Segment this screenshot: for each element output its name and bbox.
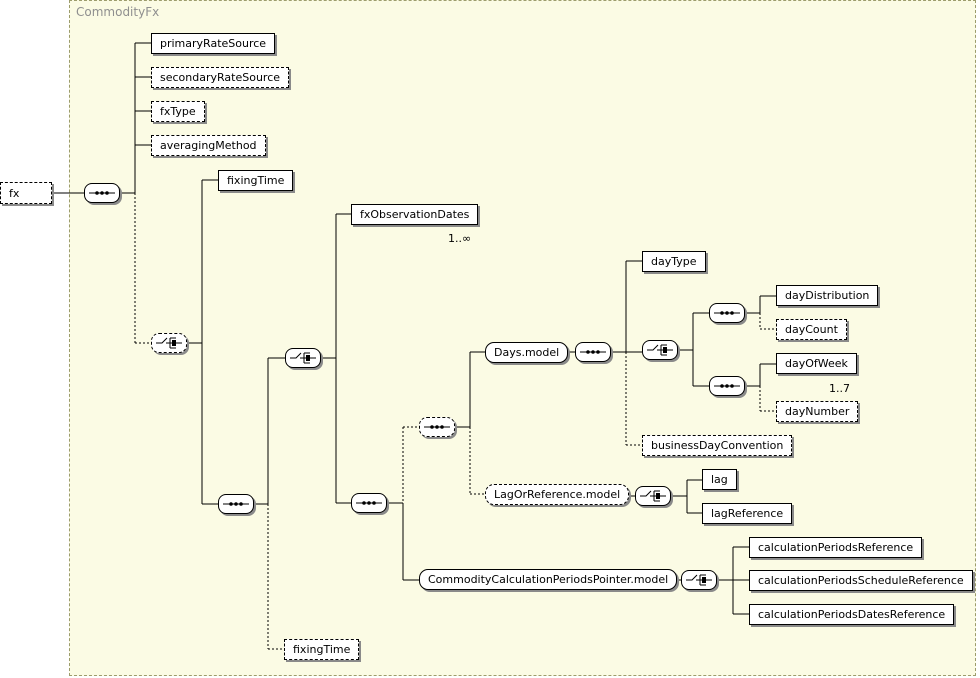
day-number-element[interactable]: dayNumber bbox=[776, 401, 859, 422]
calculation-periods-dates-reference-element[interactable]: calculationPeriodsDatesReference bbox=[749, 604, 955, 625]
sequence-compositor-icon[interactable] bbox=[84, 183, 120, 203]
day-count-element[interactable]: dayCount bbox=[776, 319, 847, 340]
fx-element[interactable]: fx bbox=[0, 182, 52, 204]
lag-or-reference-model-group[interactable]: LagOrReference.model bbox=[485, 484, 630, 505]
sequence-compositor-icon[interactable] bbox=[709, 303, 745, 323]
choice-compositor-icon[interactable] bbox=[635, 486, 671, 506]
sequence-icon bbox=[424, 425, 450, 429]
primary-rate-source-element[interactable]: primaryRateSource bbox=[151, 33, 276, 54]
sequence-icon bbox=[580, 350, 606, 354]
choice-icon bbox=[647, 344, 673, 356]
sequence-compositor-icon[interactable] bbox=[709, 376, 745, 396]
secondary-rate-source-label: secondaryRateSource bbox=[160, 71, 281, 84]
fx-observation-dates-label: fxObservationDates bbox=[360, 208, 470, 221]
fx-observation-dates-cardinality: 1..∞ bbox=[448, 232, 472, 245]
sequence-compositor-icon[interactable] bbox=[419, 417, 455, 437]
calculation-periods-pointer-model-label: CommodityCalculationPeriodsPointer.model bbox=[428, 573, 669, 586]
day-number-label: dayNumber bbox=[785, 405, 850, 418]
choice-icon bbox=[156, 337, 182, 349]
business-day-convention-element[interactable]: businessDayConvention bbox=[642, 435, 793, 456]
fixing-time-element[interactable]: fixingTime bbox=[218, 170, 294, 191]
fx-type-label: fxType bbox=[160, 105, 196, 118]
business-day-convention-label: businessDayConvention bbox=[651, 439, 784, 452]
sequence-icon bbox=[356, 501, 382, 505]
sequence-icon bbox=[714, 311, 740, 315]
fx-observation-dates-element[interactable]: fxObservationDates bbox=[351, 204, 479, 225]
choice-compositor-icon[interactable] bbox=[151, 333, 187, 353]
choice-compositor-icon[interactable] bbox=[681, 570, 717, 590]
choice-icon bbox=[640, 490, 666, 502]
choice-compositor-icon[interactable] bbox=[285, 348, 321, 368]
sequence-icon bbox=[223, 502, 249, 506]
day-of-week-element[interactable]: dayOfWeek bbox=[776, 353, 857, 374]
day-type-label: dayType bbox=[651, 255, 697, 268]
day-of-week-cardinality: 1..7 bbox=[829, 382, 850, 395]
averaging-method-label: averagingMethod bbox=[160, 139, 257, 152]
day-distribution-label: dayDistribution bbox=[785, 289, 870, 302]
secondary-rate-source-element[interactable]: secondaryRateSource bbox=[151, 67, 290, 88]
day-of-week-label: dayOfWeek bbox=[785, 357, 848, 370]
lag-reference-label: lagReference bbox=[711, 507, 784, 520]
day-count-label: dayCount bbox=[785, 323, 838, 336]
calculation-periods-reference-label: calculationPeriodsReference bbox=[758, 541, 914, 554]
container-title: CommodityFx bbox=[76, 5, 160, 19]
calculation-periods-dates-reference-label: calculationPeriodsDatesReference bbox=[758, 608, 946, 621]
lag-element[interactable]: lag bbox=[702, 469, 737, 490]
days-model-group[interactable]: Days.model bbox=[485, 342, 569, 363]
sequence-icon bbox=[714, 384, 740, 388]
calculation-periods-reference-element[interactable]: calculationPeriodsReference bbox=[749, 537, 923, 558]
fixing-time-optional-label: fixingTime bbox=[293, 643, 351, 656]
choice-icon bbox=[290, 352, 316, 364]
sequence-icon bbox=[89, 191, 115, 195]
averaging-method-element[interactable]: averagingMethod bbox=[151, 135, 266, 156]
fixing-time-label: fixingTime bbox=[227, 174, 285, 187]
calculation-periods-pointer-model-group[interactable]: CommodityCalculationPeriodsPointer.model bbox=[419, 569, 678, 590]
lag-reference-element[interactable]: lagReference bbox=[702, 503, 793, 524]
sequence-compositor-icon[interactable] bbox=[218, 494, 254, 514]
primary-rate-source-label: primaryRateSource bbox=[160, 37, 267, 50]
fx-type-element[interactable]: fxType bbox=[151, 101, 205, 122]
sequence-compositor-icon[interactable] bbox=[575, 342, 611, 362]
days-model-label: Days.model bbox=[494, 346, 560, 359]
fx-label: fx bbox=[9, 186, 20, 200]
lag-or-reference-model-label: LagOrReference.model bbox=[494, 488, 621, 501]
lag-label: lag bbox=[711, 473, 728, 486]
choice-compositor-icon[interactable] bbox=[642, 340, 678, 360]
calculation-periods-schedule-reference-element[interactable]: calculationPeriodsScheduleReference bbox=[749, 570, 973, 591]
day-distribution-element[interactable]: dayDistribution bbox=[776, 285, 879, 306]
choice-icon bbox=[686, 574, 712, 586]
sequence-compositor-icon[interactable] bbox=[351, 493, 387, 513]
day-type-element[interactable]: dayType bbox=[642, 251, 706, 272]
fixing-time-optional-element[interactable]: fixingTime bbox=[284, 639, 360, 660]
calculation-periods-schedule-reference-label: calculationPeriodsScheduleReference bbox=[758, 574, 964, 587]
